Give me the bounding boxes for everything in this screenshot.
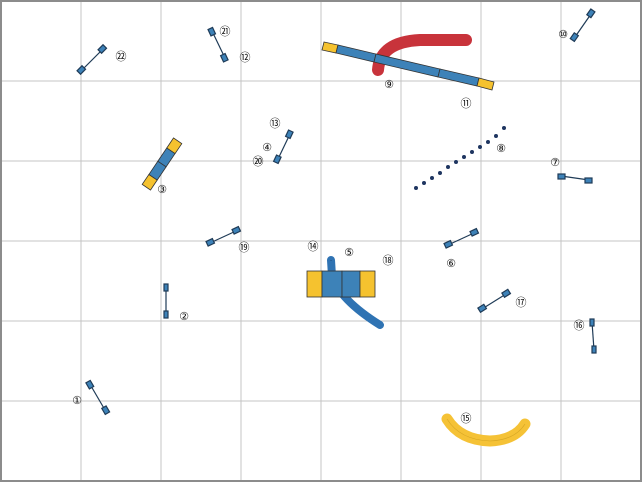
weave-poles [414,126,506,190]
label-10: ⑩ [558,28,568,41]
yellow-tunnel [441,413,531,447]
label-18: ⑱ [383,254,394,267]
label-14: ⑭ [308,240,319,253]
label-6: ⑥ [446,257,456,270]
jump-1 [85,379,111,416]
a-frame [141,137,183,191]
label-2: ② [179,310,189,323]
label-22: ㉒ [116,50,127,63]
jumps [76,8,597,416]
label-9: ⑨ [384,78,394,91]
label-17: ⑰ [516,296,527,309]
jump-16 [589,318,597,354]
label-20: ⑳ [253,155,264,168]
label-7: ⑦ [550,156,560,169]
label-15: ⑮ [461,412,472,425]
label-8: ⑧ [496,142,506,155]
label-1: ① [72,394,82,407]
jump-12-21 [207,26,229,63]
label-16: ⑯ [574,319,585,332]
label-12: ⑫ [240,51,251,64]
jump-17 [477,288,512,314]
obstacle-numbers: ① ② ③ ④ ⑤ ⑥ ⑦ ⑧ ⑨ ⑩ ⑪ ⑫ ⑬ ⑭ ⑮ ⑯ ⑰ ⑱ ⑲ ⑳ … [72,25,584,425]
jump-22 [76,43,108,76]
red-tunnel [372,34,472,76]
jump-7 [557,173,593,184]
jump-4-20 [272,129,294,165]
label-5: ⑤ [344,246,354,259]
dogwalk [321,41,495,91]
label-19: ⑲ [239,241,250,254]
label-13: ⑬ [270,117,281,130]
seesaw [306,270,376,298]
label-21: ㉑ [220,25,231,38]
jump-6 [443,227,480,249]
label-3: ③ [157,183,167,196]
jump-2 [163,283,169,319]
jump-19 [205,225,242,247]
jump-10 [569,8,596,43]
label-4: ④ [262,141,272,154]
label-11: ⑪ [461,97,472,110]
